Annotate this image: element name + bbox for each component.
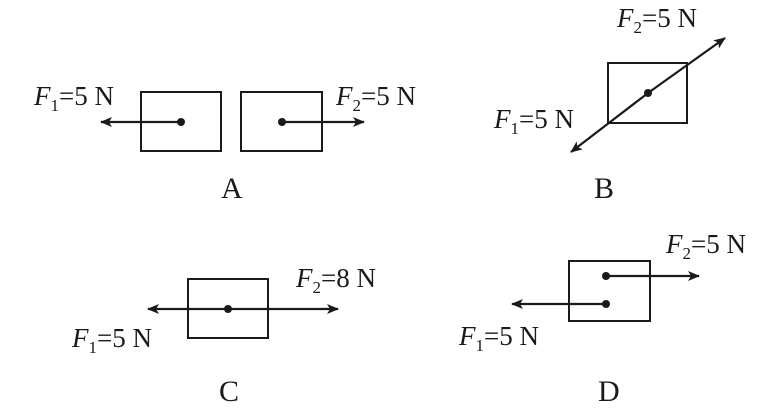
panel-c: F2=8 N F1=5 N C bbox=[71, 263, 376, 408]
panel-c-letter: C bbox=[219, 375, 239, 408]
panel-b-letter: B bbox=[594, 172, 614, 205]
panel-b-f1-arrow bbox=[570, 92, 649, 153]
panel-d-lower-point bbox=[602, 300, 610, 308]
panel-b-f1-label: F1=5 N bbox=[493, 104, 574, 138]
panel-d-block bbox=[568, 260, 651, 322]
panel-a: F1=5 N F2=5 N A bbox=[33, 81, 416, 205]
panel-a-f2-label: F2=5 N bbox=[335, 81, 416, 115]
panel-d-upper-point bbox=[602, 272, 610, 280]
panel-a-left-point bbox=[177, 118, 185, 126]
panel-a-right-point bbox=[278, 118, 286, 126]
panel-b-f2-label: F2=5 N bbox=[616, 3, 697, 37]
panel-d-f1-label: F1=5 N bbox=[458, 321, 539, 355]
panel-a-letter: A bbox=[221, 172, 243, 205]
panel-d-letter: D bbox=[598, 375, 620, 408]
panel-b-f2-arrow bbox=[647, 37, 726, 94]
panel-b: F2=5 N F1=5 N B bbox=[493, 3, 726, 205]
panel-c-f2-label: F2=8 N bbox=[295, 263, 376, 297]
panel-b-block bbox=[607, 62, 688, 124]
panel-c-point bbox=[224, 305, 232, 313]
panel-d: F2=5 N F1=5 N D bbox=[458, 229, 746, 408]
panel-c-f1-label: F1=5 N bbox=[71, 323, 152, 357]
panel-b-point bbox=[644, 89, 652, 97]
panel-d-f2-label: F2=5 N bbox=[665, 229, 746, 263]
panel-a-f1-label: F1=5 N bbox=[33, 81, 114, 115]
